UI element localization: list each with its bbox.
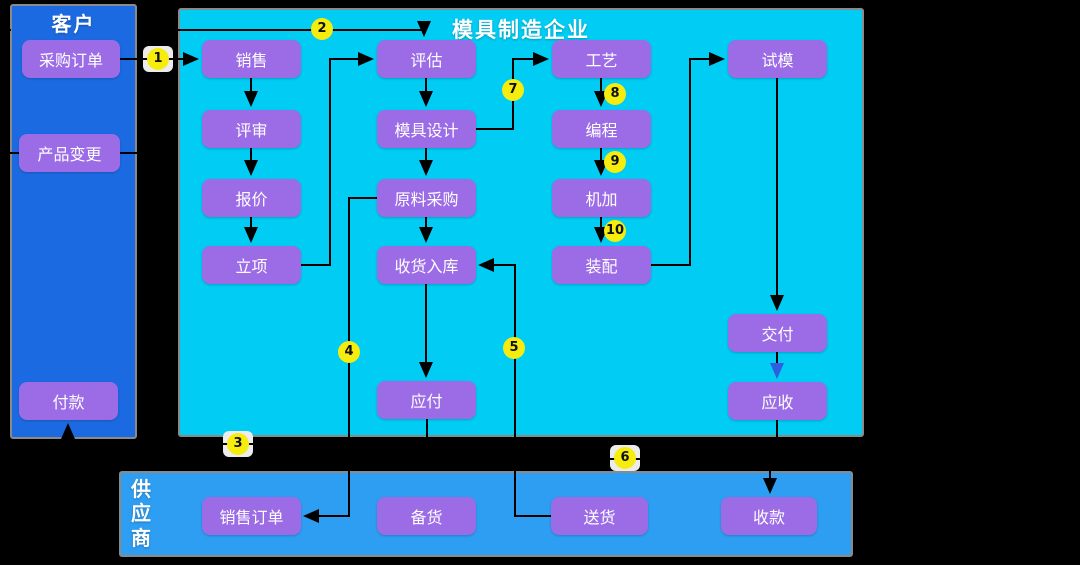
node-goods-receipt: 收货入库	[377, 246, 476, 284]
node-delivery: 交付	[728, 314, 827, 352]
node-payment: 付款	[19, 382, 118, 420]
node-collection: 收款	[721, 497, 817, 535]
node-accounts-receivable: 应收	[728, 382, 827, 420]
node-machining: 机加	[552, 179, 651, 217]
step-badge-9: 9	[604, 151, 626, 173]
node-quotation: 报价	[202, 179, 301, 217]
step-badge-4: 4	[338, 341, 360, 363]
node-sales: 销售	[202, 40, 301, 78]
connector-product-change-to-evaluation	[120, 21, 431, 154]
node-project-approval: 立项	[202, 246, 301, 284]
node-goods-delivery: 送货	[551, 497, 648, 535]
connector-delivery-goods-to-goods-receipt	[478, 258, 551, 517]
enterprise-panel-title: 模具制造企业	[452, 18, 590, 42]
node-review: 评审	[202, 110, 301, 148]
node-sales-order: 销售订单	[202, 497, 301, 535]
node-programming: 编程	[552, 110, 651, 148]
step-badge-2: 2	[311, 18, 333, 40]
node-mold-trial: 试模	[728, 40, 827, 78]
node-mold-design: 模具设计	[377, 110, 476, 148]
node-stock-preparation: 备货	[377, 497, 476, 535]
connector-payable-to-collection	[426, 419, 777, 494]
supplier-panel-title: 供应商	[131, 477, 153, 550]
node-assembly: 装配	[552, 246, 651, 284]
node-accounts-payable: 应付	[377, 381, 476, 419]
step-badge-1: 1	[147, 48, 169, 70]
step-badge-8: 8	[604, 83, 626, 105]
step-badge-7: 7	[502, 79, 524, 101]
connector-project-to-evaluation	[301, 52, 374, 266]
step-badge-10: 10	[604, 220, 626, 242]
step-badge-6: 6	[614, 447, 636, 469]
node-evaluation: 评估	[377, 40, 476, 78]
customer-panel-title: 客户	[51, 12, 96, 36]
node-product-change: 产品变更	[19, 134, 120, 172]
connector-receivable-to-payment	[61, 420, 778, 445]
step-badge-5: 5	[503, 337, 525, 359]
step-badge-3: 3	[227, 433, 249, 455]
connector-assembly-to-mold-trial	[651, 52, 725, 266]
enterprise-panel: 模具制造企业	[178, 8, 864, 437]
node-purchase-order: 采购订单	[22, 40, 120, 78]
connector-left-edge-stub	[1, 29, 19, 154]
node-process-planning: 工艺	[552, 40, 651, 78]
node-material-purchase: 原料采购	[377, 179, 476, 217]
